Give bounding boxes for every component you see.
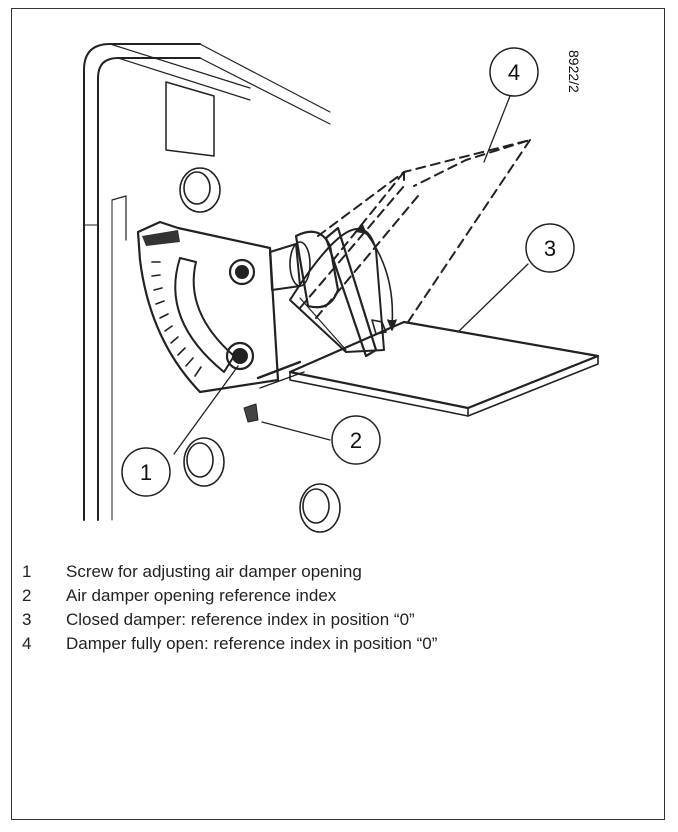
legend-item: 3 Closed damper: reference index in posi… — [22, 608, 642, 632]
housing-plugs — [179, 167, 341, 533]
damper-fully-open-dashed — [299, 139, 531, 323]
legend-text: Closed damper: reference index in positi… — [66, 610, 415, 629]
legend-item: 1 Screw for adjusting air damper opening — [22, 560, 642, 584]
adjusting-screw-upper — [228, 258, 256, 286]
damper-closed — [288, 319, 600, 417]
legend-number: 2 — [22, 586, 32, 605]
legend-number: 1 — [22, 562, 32, 581]
legend-item: 4 Damper fully open: reference index in … — [22, 632, 642, 656]
callout-circle-3 — [525, 223, 575, 273]
reference-index — [243, 360, 305, 423]
callout-number-2: 2 — [350, 428, 362, 453]
callout-circle-2 — [331, 415, 381, 465]
callout-number-3: 3 — [544, 236, 556, 261]
leader-lines — [173, 95, 529, 455]
legend-text: Air damper opening reference index — [66, 586, 337, 605]
housing-panel — [83, 43, 331, 521]
legend-item: 2 Air damper opening reference index — [22, 584, 642, 608]
callout-circle-4 — [489, 47, 539, 97]
graduated-quadrant — [136, 220, 280, 394]
legend-number: 4 — [22, 634, 32, 653]
legend-text: Damper fully open: reference index in po… — [66, 634, 438, 653]
callout-number-1: 1 — [140, 460, 152, 485]
rotation-arc-arrow — [355, 223, 397, 331]
legend: 1 Screw for adjusting air damper opening… — [22, 560, 642, 656]
adjusting-screw-lower — [225, 341, 255, 371]
air-damper-diagram: 1 2 3 4 — [83, 43, 600, 533]
callout-circle-1 — [121, 447, 171, 497]
legend-number: 3 — [22, 610, 32, 629]
drawing-code: 8922/2 — [566, 50, 582, 93]
callout-number-4: 4 — [508, 60, 520, 85]
drawing-code-label: 8922/2 — [566, 50, 582, 93]
legend-text: Screw for adjusting air damper opening — [66, 562, 362, 581]
damper-half-open — [289, 226, 385, 358]
figure-frame — [11, 8, 665, 820]
